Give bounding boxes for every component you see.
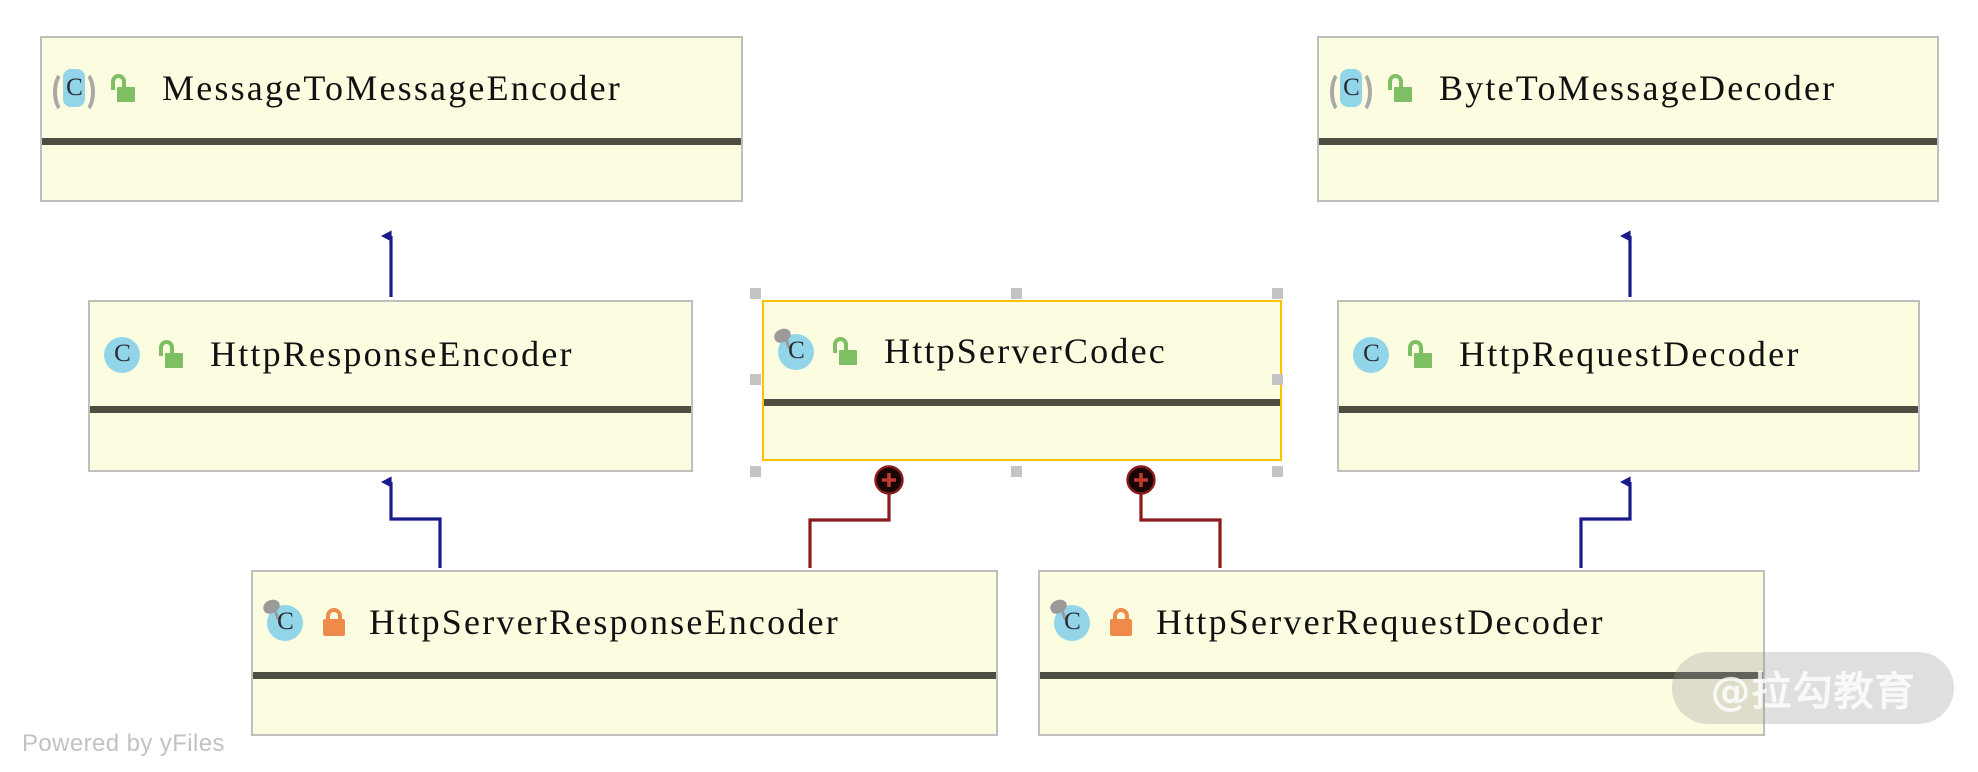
class-members-section bbox=[1319, 145, 1937, 200]
class-header: C HttpServerRequestDecoder bbox=[1040, 572, 1763, 672]
class-section-divider bbox=[253, 672, 996, 680]
class-concrete-icon: C bbox=[1349, 332, 1393, 376]
selection-handle-nw[interactable] bbox=[750, 288, 761, 299]
selection-handle-se[interactable] bbox=[1272, 466, 1283, 477]
class-section-divider bbox=[1339, 406, 1918, 414]
class-node-byte-to-message-decoder[interactable]: C ByteToMessageDecoder bbox=[1317, 36, 1939, 202]
class-node-message-to-message-encoder[interactable]: C MessageToMessageEncoder bbox=[40, 36, 743, 202]
class-name: ByteToMessageDecoder bbox=[1439, 68, 1837, 109]
watermark-text: @拉勾教育 bbox=[1710, 669, 1916, 715]
class-section-divider bbox=[764, 399, 1280, 407]
class-header: C HttpResponseEncoder bbox=[90, 302, 691, 406]
class-members-section bbox=[42, 145, 741, 200]
class-header: C HttpRequestDecoder bbox=[1339, 302, 1918, 406]
class-concrete-icon: C bbox=[261, 597, 307, 644]
selection-handle-n[interactable] bbox=[1011, 288, 1022, 299]
lock-open-icon bbox=[158, 339, 184, 369]
lock-closed-icon bbox=[321, 607, 347, 637]
selection-handle-ne[interactable] bbox=[1272, 288, 1283, 299]
lock-open-icon bbox=[1407, 339, 1433, 369]
class-node-http-server-codec[interactable]: C HttpServerCodec bbox=[762, 300, 1282, 461]
class-members-section bbox=[1040, 679, 1763, 734]
class-concrete-icon: C bbox=[772, 325, 818, 373]
lock-open-icon bbox=[832, 336, 858, 366]
class-node-http-server-response-encoder[interactable]: C HttpServerResponseEncoder bbox=[251, 570, 998, 736]
watermark-badge: @拉勾教育 bbox=[1672, 652, 1954, 724]
edge-inheritance-http-server-request-decoder bbox=[1579, 476, 1632, 568]
class-members-section bbox=[253, 679, 996, 734]
class-members-section bbox=[1339, 413, 1918, 470]
class-section-divider bbox=[1040, 672, 1763, 680]
class-name: MessageToMessageEncoder bbox=[162, 68, 622, 109]
class-members-section bbox=[764, 406, 1280, 459]
lock-open-icon bbox=[1387, 73, 1413, 103]
class-header: C ByteToMessageDecoder bbox=[1319, 38, 1937, 138]
edge-composition-to-request-decoder bbox=[1126, 465, 1222, 568]
class-name: HttpRequestDecoder bbox=[1459, 334, 1801, 375]
selection-handle-w[interactable] bbox=[750, 374, 761, 385]
edge-composition-to-response-encoder bbox=[808, 465, 904, 568]
class-section-divider bbox=[1319, 138, 1937, 146]
class-name: HttpResponseEncoder bbox=[210, 334, 574, 375]
class-node-http-response-encoder[interactable]: C HttpResponseEncoder bbox=[88, 300, 693, 472]
yfiles-credit: Powered by yFiles bbox=[22, 730, 225, 757]
class-concrete-icon: C bbox=[100, 332, 144, 376]
lock-closed-icon bbox=[1108, 607, 1134, 637]
class-concrete-icon: C bbox=[1048, 597, 1094, 644]
class-abstract-icon: C bbox=[1329, 66, 1373, 115]
class-name: HttpServerRequestDecoder bbox=[1156, 602, 1605, 643]
class-name: HttpServerCodec bbox=[884, 330, 1167, 371]
lock-open-icon bbox=[110, 73, 136, 103]
selection-handle-s[interactable] bbox=[1011, 466, 1022, 477]
selection-handle-e[interactable] bbox=[1272, 374, 1283, 385]
class-section-divider bbox=[42, 138, 741, 146]
edge-inheritance-http-server-response-encoder bbox=[380, 476, 442, 568]
class-abstract-icon: C bbox=[52, 66, 96, 115]
class-section-divider bbox=[90, 406, 691, 414]
selection-handle-sw[interactable] bbox=[750, 466, 761, 477]
class-node-http-request-decoder[interactable]: C HttpRequestDecoder bbox=[1337, 300, 1920, 472]
class-members-section bbox=[90, 413, 691, 470]
class-node-http-server-request-decoder[interactable]: C HttpServerRequestDecoder bbox=[1038, 570, 1765, 736]
class-header: C MessageToMessageEncoder bbox=[42, 38, 741, 138]
class-header: C HttpServerResponseEncoder bbox=[253, 572, 996, 672]
class-header: C HttpServerCodec bbox=[764, 302, 1280, 399]
class-name: HttpServerResponseEncoder bbox=[369, 602, 840, 643]
